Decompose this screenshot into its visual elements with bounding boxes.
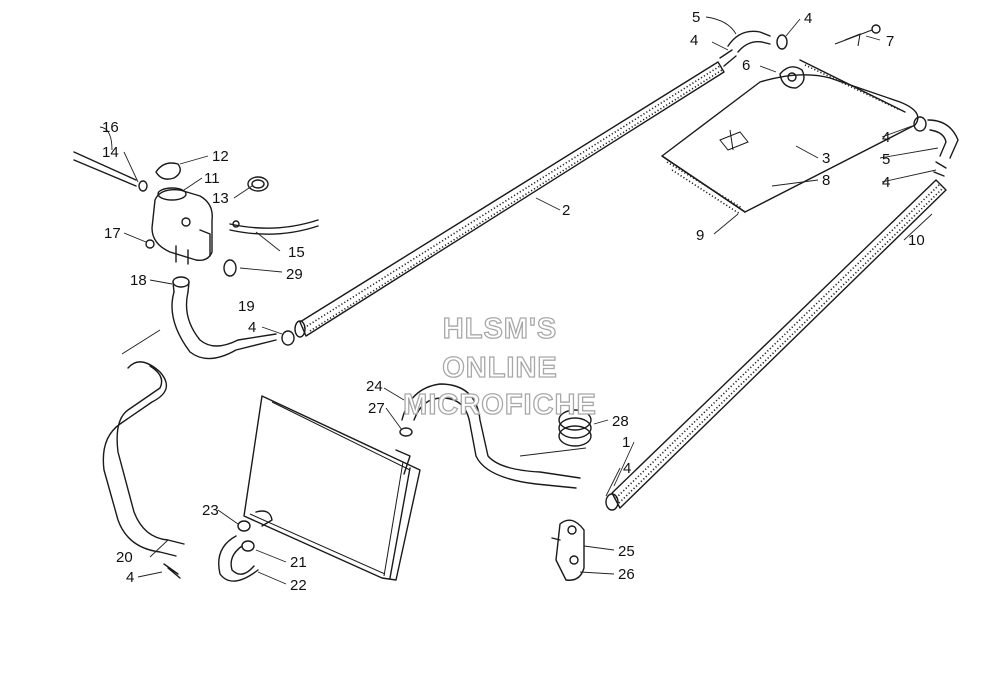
callout-26[interactable]: 26 [618, 566, 635, 583]
callout-7[interactable]: 7 [886, 33, 894, 50]
callout-8[interactable]: 8 [822, 172, 830, 189]
callout-12[interactable]: 12 [212, 148, 229, 165]
small-elbow-hose[interactable] [218, 510, 273, 582]
callout-labels: 1 2 3 4 4 4 4 4 4 4 5 5 6 7 8 9 10 11 12… [102, 9, 925, 594]
callout-29[interactable]: 29 [286, 266, 303, 283]
callout-16[interactable]: 16 [102, 119, 119, 136]
callout-4-right-a[interactable]: 4 [882, 129, 890, 146]
callout-25[interactable]: 25 [618, 543, 635, 560]
radiator[interactable] [243, 395, 421, 581]
watermark: HLSM'S ONLINE MICROFICHE [403, 312, 597, 421]
callout-4-right-b[interactable]: 4 [882, 174, 890, 191]
reservoir-cap[interactable] [155, 162, 181, 180]
callout-4-lower[interactable]: 4 [623, 460, 631, 477]
clamp-ring[interactable] [247, 176, 269, 192]
callout-18[interactable]: 18 [130, 272, 147, 289]
callout-4-bottom[interactable]: 4 [126, 569, 134, 586]
callout-23[interactable]: 23 [202, 502, 219, 519]
callout-19[interactable]: 19 [238, 298, 255, 315]
upper-cooling-tube[interactable] [294, 61, 725, 338]
overflow-tube[interactable] [73, 151, 148, 192]
callout-24[interactable]: 24 [366, 378, 383, 395]
reservoir-clamp[interactable] [223, 259, 237, 277]
callout-17[interactable]: 17 [104, 225, 121, 242]
callout-5-top[interactable]: 5 [692, 9, 700, 26]
spring-clamp[interactable] [558, 409, 592, 447]
callout-1[interactable]: 1 [622, 434, 630, 451]
coolant-reservoir[interactable] [151, 187, 213, 265]
radiator-outlet-hose[interactable] [399, 383, 581, 489]
callout-6[interactable]: 6 [742, 57, 750, 74]
callout-22[interactable]: 22 [290, 577, 307, 594]
callout-28[interactable]: 28 [612, 413, 629, 430]
callout-5-right[interactable]: 5 [882, 151, 890, 168]
callout-14[interactable]: 14 [102, 144, 119, 161]
small-hose-fitting[interactable] [172, 276, 190, 293]
callout-13[interactable]: 13 [212, 190, 229, 207]
callout-leaders [99, 16, 939, 585]
callout-9[interactable]: 9 [696, 227, 704, 244]
callout-2[interactable]: 2 [562, 202, 570, 219]
callout-4-top[interactable]: 4 [804, 10, 812, 27]
grommet[interactable] [779, 66, 805, 89]
callout-15[interactable]: 15 [288, 244, 305, 261]
callout-3[interactable]: 3 [822, 150, 830, 167]
bottle-feed-hose[interactable] [171, 291, 295, 360]
callout-4-center[interactable]: 4 [248, 319, 256, 336]
reservoir-nut[interactable] [145, 239, 155, 249]
callout-4-top-left[interactable]: 4 [690, 32, 698, 49]
watermark-line-1: HLSM'S [443, 313, 557, 345]
mounting-bracket[interactable] [551, 519, 585, 581]
right-elbow-hose[interactable] [913, 116, 959, 177]
watermark-line-3: MICROFICHE [403, 389, 597, 421]
callout-20[interactable]: 20 [116, 549, 133, 566]
top-elbow-hose[interactable] [719, 30, 788, 67]
callout-10[interactable]: 10 [908, 232, 925, 249]
vent-tube[interactable] [229, 219, 319, 235]
right-cooling-tube[interactable] [605, 179, 947, 511]
callout-21[interactable]: 21 [290, 554, 307, 571]
fastener-bolt[interactable] [834, 24, 881, 47]
lower-left-hose[interactable] [102, 329, 185, 579]
heat-exchanger[interactable] [661, 59, 919, 215]
watermark-line-2: ONLINE [442, 352, 558, 384]
callout-27[interactable]: 27 [368, 400, 385, 417]
callout-11[interactable]: 11 [204, 170, 220, 187]
